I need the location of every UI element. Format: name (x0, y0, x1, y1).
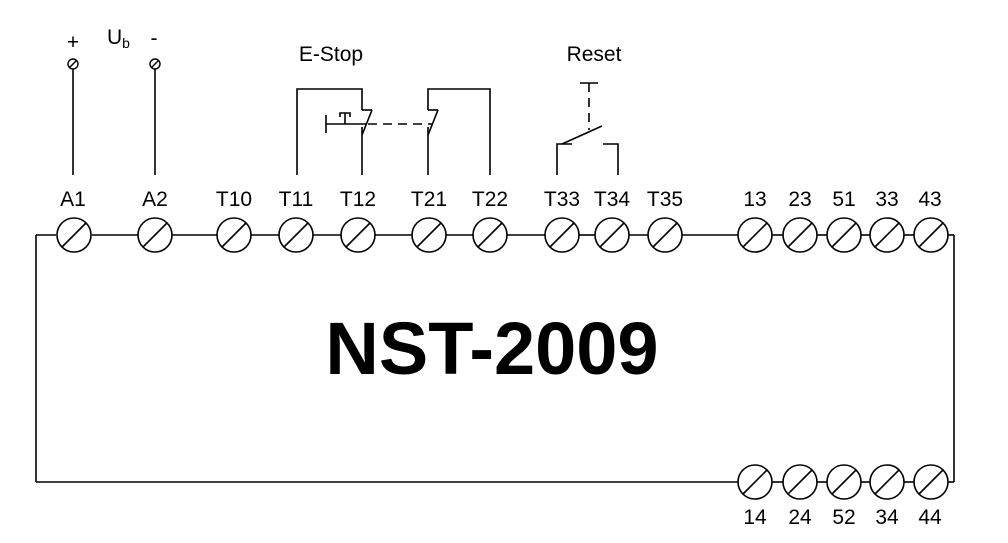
terminal-label-T10: T10 (216, 188, 252, 211)
terminal-label-A1: A1 (60, 188, 86, 211)
terminal-T11-icon (278, 217, 314, 253)
terminal-23-icon (782, 217, 818, 253)
terminal-T33-icon (544, 217, 580, 253)
terminal-33-icon (869, 217, 905, 253)
terminal-label-33: 33 (875, 188, 898, 211)
bottom-terminal-labels: 14 24 52 34 44 (743, 506, 942, 529)
terminal-13-icon (737, 217, 773, 253)
estop-switch-icon (296, 88, 491, 175)
terminal-label-24: 24 (788, 506, 812, 529)
terminal-label-T21: T21 (411, 188, 447, 211)
device-body (35, 234, 955, 483)
top-terminal-labels: A1 A2 T10 T11 T12 T21 T22 T33 T34 T35 13… (60, 188, 942, 211)
terminal-51-icon (826, 217, 862, 253)
terminal-label-44: 44 (918, 506, 942, 529)
supply-minus-terminal-icon (149, 58, 161, 175)
terminal-label-T22: T22 (472, 188, 508, 211)
terminal-label-T11: T11 (279, 188, 314, 211)
terminal-label-T34: T34 (594, 188, 631, 211)
terminal-label-52: 52 (832, 506, 855, 529)
terminal-T21-icon (411, 217, 447, 253)
supply-plus-label: + (67, 31, 79, 54)
terminal-label-51: 51 (832, 188, 855, 211)
terminal-label-13: 13 (743, 188, 766, 211)
terminal-14-icon (737, 464, 773, 500)
supply-plus-terminal-icon (67, 58, 79, 175)
terminal-T12-icon (340, 217, 376, 253)
terminal-label-43: 43 (918, 188, 941, 211)
top-terminals (56, 217, 949, 253)
device-title: NST-2009 (325, 307, 658, 390)
terminal-label-T33: T33 (544, 188, 580, 211)
terminal-T22-icon (472, 217, 508, 253)
reset-switch-icon (556, 82, 619, 175)
terminal-T10-icon (216, 217, 252, 253)
terminal-44-icon (913, 464, 949, 500)
terminal-label-A2: A2 (142, 188, 168, 211)
terminal-A1-icon (56, 217, 92, 253)
terminal-label-T35: T35 (647, 188, 683, 211)
terminal-label-34: 34 (875, 506, 899, 529)
supply-minus-label: - (151, 27, 158, 50)
terminal-label-23: 23 (788, 188, 811, 211)
supply-voltage-label: Ub (107, 26, 130, 51)
bottom-terminals (737, 464, 949, 500)
terminal-24-icon (782, 464, 818, 500)
terminal-43-icon (913, 217, 949, 253)
terminal-34-icon (869, 464, 905, 500)
reset-label: Reset (567, 43, 622, 66)
terminal-A2-icon (137, 217, 173, 253)
terminal-label-14: 14 (743, 506, 767, 529)
terminal-T34-icon (594, 217, 630, 253)
terminal-52-icon (826, 464, 862, 500)
estop-label: E-Stop (299, 43, 363, 66)
terminal-label-T12: T12 (340, 188, 376, 211)
terminal-T35-icon (647, 217, 683, 253)
